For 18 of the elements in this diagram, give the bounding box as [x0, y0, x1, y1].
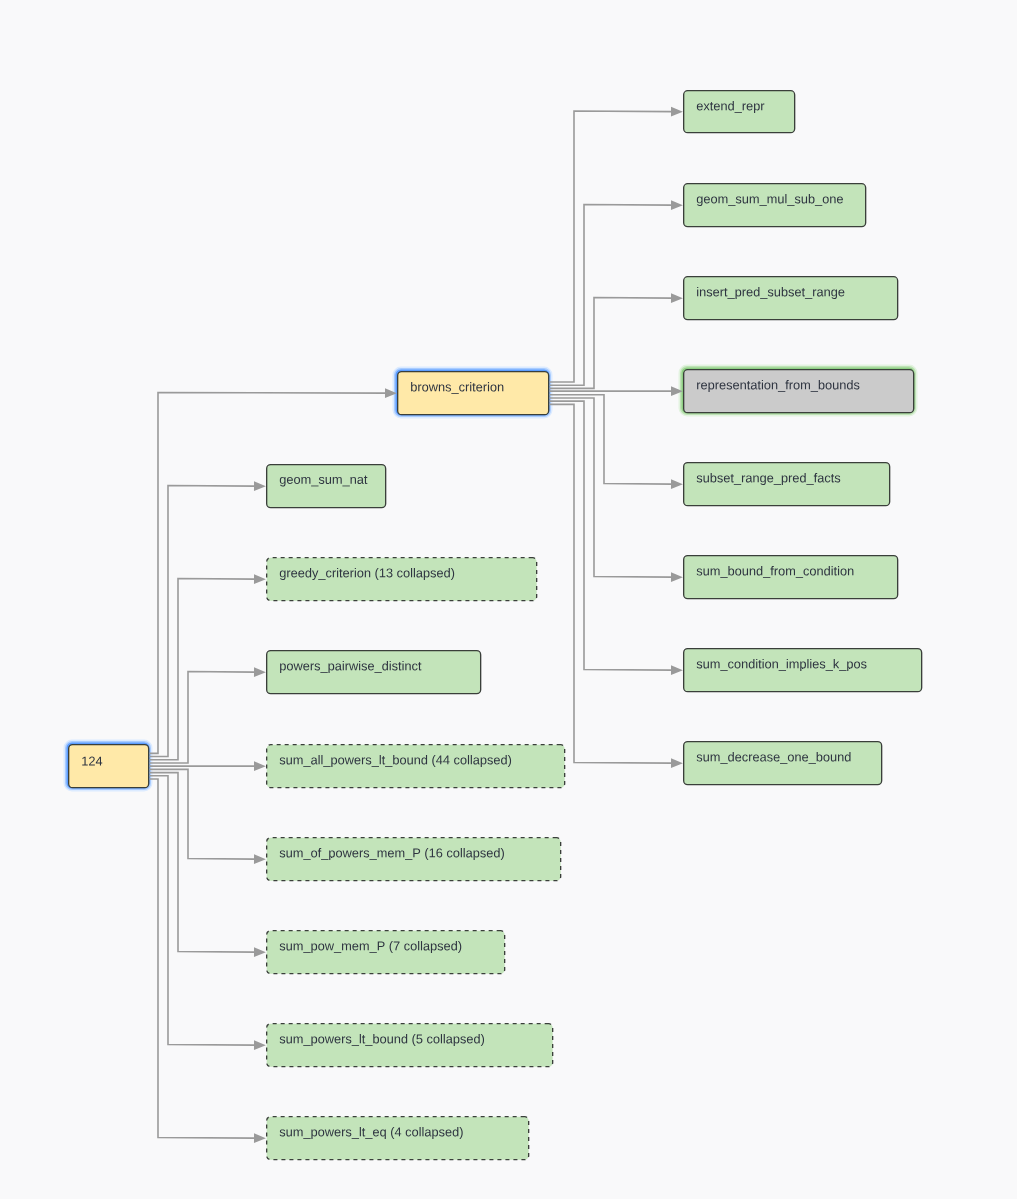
lemma-box: sum_condition_implies_k_pos [683, 648, 923, 693]
lemma-box: geom_sum_mul_sub_one [683, 183, 867, 228]
collapsed-box: sum_all_powers_lt_bound (44 collapsed) [266, 744, 566, 789]
lemma-box: representation_from_bounds [678, 364, 918, 417]
lemma-box: sum_decrease_one_bound [683, 741, 883, 786]
lemma-box: geom_sum_nat [266, 464, 387, 509]
lemma-box: powers_pairwise_distinct [266, 650, 482, 695]
lemma-box: sum_bound_from_condition [683, 555, 899, 600]
collapsed-box: sum_pow_mem_P (7 collapsed) [266, 930, 506, 975]
lemma-box: extend_repr [683, 90, 796, 134]
collapsed-box: sum_powers_lt_bound (5 collapsed) [266, 1023, 554, 1068]
lemma-box: insert_pred_subset_range [683, 276, 899, 321]
collapsed-box: sum_powers_lt_eq (4 collapsed) [266, 1116, 530, 1161]
collapsed-box: sum_of_powers_mem_P (16 collapsed) [266, 837, 562, 882]
collapsed-box: greedy_criterion (13 collapsed) [266, 557, 538, 602]
goal-box: browns_criterion [392, 366, 553, 419]
goal-box: 124 [63, 739, 153, 792]
lemma-box: subset_range_pred_facts [683, 462, 891, 507]
